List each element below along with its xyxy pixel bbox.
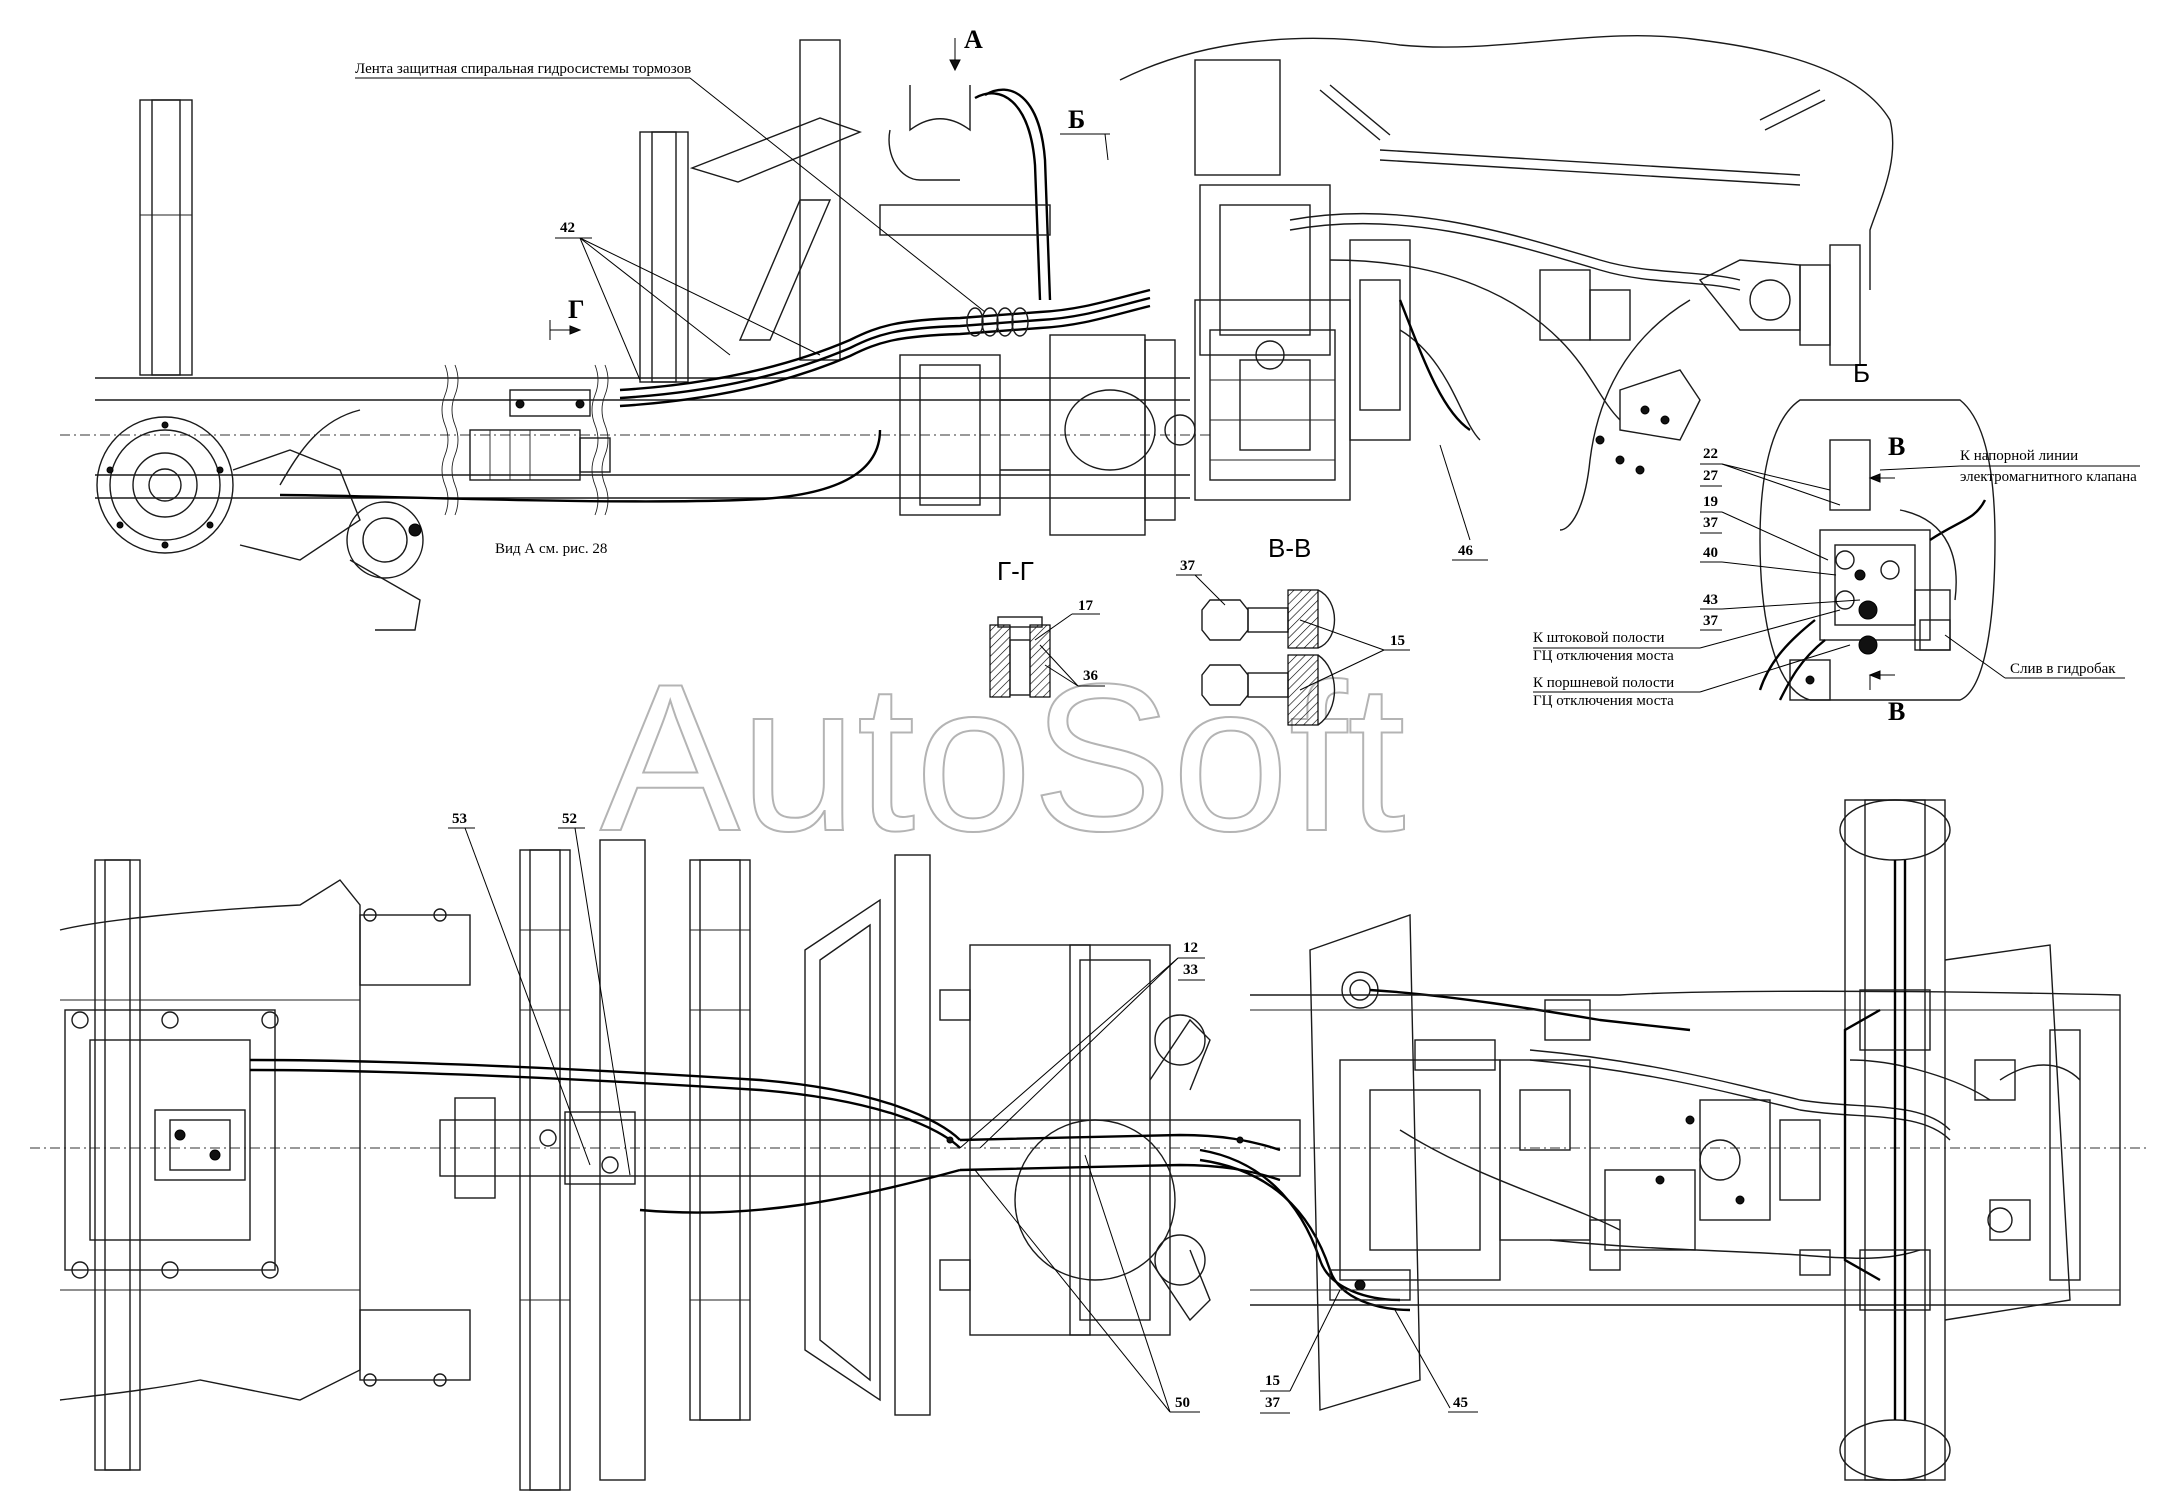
view-a-label: А [964, 25, 983, 54]
section-g-arrow-label: Г [568, 295, 585, 324]
callout-33: 33 [1183, 962, 1198, 978]
callout-15-bottom: 15 [1265, 1373, 1280, 1389]
top-side-view [60, 35, 1894, 631]
top-view-annotations: Лента защитная спиральная гидросистемы т… [355, 25, 1488, 561]
rod-cavity-caption-2: ГЦ отключения моста [1533, 648, 1674, 664]
callout-42: 42 [560, 220, 575, 236]
bottom-view-annotations: 53 52 12 33 50 15 37 45 [448, 811, 1478, 1414]
section-vv-detail: В-В 37 15 [1176, 533, 1410, 726]
callout-43: 43 [1703, 592, 1718, 608]
callout-22: 22 [1703, 446, 1718, 462]
section-vv-label: В-В [1268, 533, 1311, 563]
callout-37-bottom: 37 [1265, 1395, 1281, 1411]
section-v-bottom-label: В [1888, 697, 1905, 726]
callout-12: 12 [1183, 940, 1198, 956]
callout-37-vv: 37 [1180, 558, 1196, 574]
callout-37-b1: 37 [1703, 515, 1719, 531]
brake-tape-caption: Лента защитная спиральная гидросистемы т… [355, 61, 691, 77]
callout-46: 46 [1458, 543, 1474, 559]
rod-cavity-caption-1: К штоковой полости [1533, 630, 1664, 646]
piston-cavity-caption-1: К поршневой полости [1533, 675, 1674, 691]
view-b-detail-label: Б [1853, 358, 1870, 388]
callout-27: 27 [1703, 468, 1719, 484]
callout-52: 52 [562, 811, 577, 827]
callout-40: 40 [1703, 545, 1718, 561]
callout-53: 53 [452, 811, 467, 827]
callout-36: 36 [1083, 668, 1099, 684]
section-v-top-label: В [1888, 432, 1905, 461]
drain-caption: Слив в гидробак [2010, 661, 2116, 677]
callout-37-b2: 37 [1703, 613, 1719, 629]
pressure-line-caption-2: электромагнитного клапана [1960, 469, 2137, 485]
callout-17: 17 [1078, 598, 1094, 614]
callout-19: 19 [1703, 494, 1718, 510]
detail-b: Б В В 22 27 19 37 [1533, 358, 2140, 726]
callout-45: 45 [1453, 1395, 1468, 1411]
piston-cavity-caption-2: ГЦ отключения моста [1533, 693, 1674, 709]
callout-15-vv: 15 [1390, 633, 1405, 649]
section-gg-detail: Г-Г 17 36 [989, 556, 1105, 698]
callout-50: 50 [1175, 1395, 1190, 1411]
pressure-line-caption-1: К напорной линии [1960, 448, 2078, 464]
view-b-top-label: Б [1068, 105, 1085, 134]
section-gg-label: Г-Г [997, 556, 1034, 586]
view-a-reference: Вид А см. рис. 28 [495, 541, 607, 557]
bottom-plan-view [30, 799, 2150, 1491]
